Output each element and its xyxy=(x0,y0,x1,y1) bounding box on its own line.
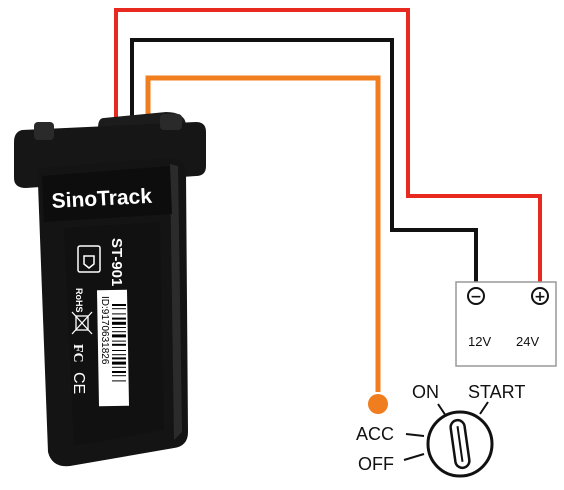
start-tick xyxy=(479,401,489,415)
device-id: ID:9170631826 xyxy=(99,296,110,365)
acc-tick xyxy=(405,433,425,437)
barcode-bar xyxy=(112,343,126,346)
on-tick xyxy=(437,403,447,417)
barcode-bar xyxy=(112,380,126,382)
acc-label: ACC xyxy=(356,424,394,444)
acc-contact-dot xyxy=(368,394,388,414)
plus-symbol: + xyxy=(534,289,546,305)
barcode-bar xyxy=(112,361,126,365)
red-wire xyxy=(114,8,542,286)
barcode-bar xyxy=(112,321,126,325)
barcode-bar xyxy=(112,350,126,351)
barcode-bar xyxy=(112,375,126,377)
voltage-24v-label: 24V xyxy=(516,334,539,349)
start-label: START xyxy=(468,382,525,402)
barcode-bar xyxy=(112,357,126,360)
voltage-12v-label: 12V xyxy=(468,334,491,349)
barcode-bar xyxy=(112,334,126,338)
barcode-bar xyxy=(112,331,126,333)
barcode-bar xyxy=(112,327,126,328)
model-text: ST-901 xyxy=(108,238,125,286)
orange-wire xyxy=(145,75,381,392)
power-supply-box: − + 12V 24V xyxy=(455,281,557,367)
off-label: OFF xyxy=(358,454,394,474)
barcode xyxy=(112,304,126,382)
minus-terminal xyxy=(467,287,485,305)
minus-symbol: − xyxy=(470,289,482,305)
barcode-bar xyxy=(112,304,126,306)
barcode-bar xyxy=(112,317,126,320)
brand-logo: SinoTrack xyxy=(51,185,153,213)
gps-tracker: SinoTrack ST-901 RoHS FC CE ID:917063182… xyxy=(14,112,206,467)
barcode-bar xyxy=(112,308,126,310)
plus-terminal xyxy=(531,287,549,305)
black-wire xyxy=(130,38,478,286)
weee-bin-icon xyxy=(71,311,93,335)
on-label: ON xyxy=(412,382,439,402)
wires xyxy=(114,8,542,392)
barcode-bar xyxy=(112,313,126,315)
off-tick xyxy=(403,453,425,461)
barcode-bar xyxy=(112,354,126,356)
barcode-bar xyxy=(112,366,126,368)
fc-mark: FC xyxy=(70,344,85,363)
barcode-bar xyxy=(112,340,126,342)
ce-mark: CE xyxy=(70,372,87,394)
barcode-bar xyxy=(112,371,126,373)
ignition-switch: ON START ACC OFF xyxy=(356,382,525,478)
sim-slot-icon xyxy=(77,245,101,273)
key-slot-icon xyxy=(449,418,471,470)
rohs-mark: RoHS xyxy=(74,288,84,313)
